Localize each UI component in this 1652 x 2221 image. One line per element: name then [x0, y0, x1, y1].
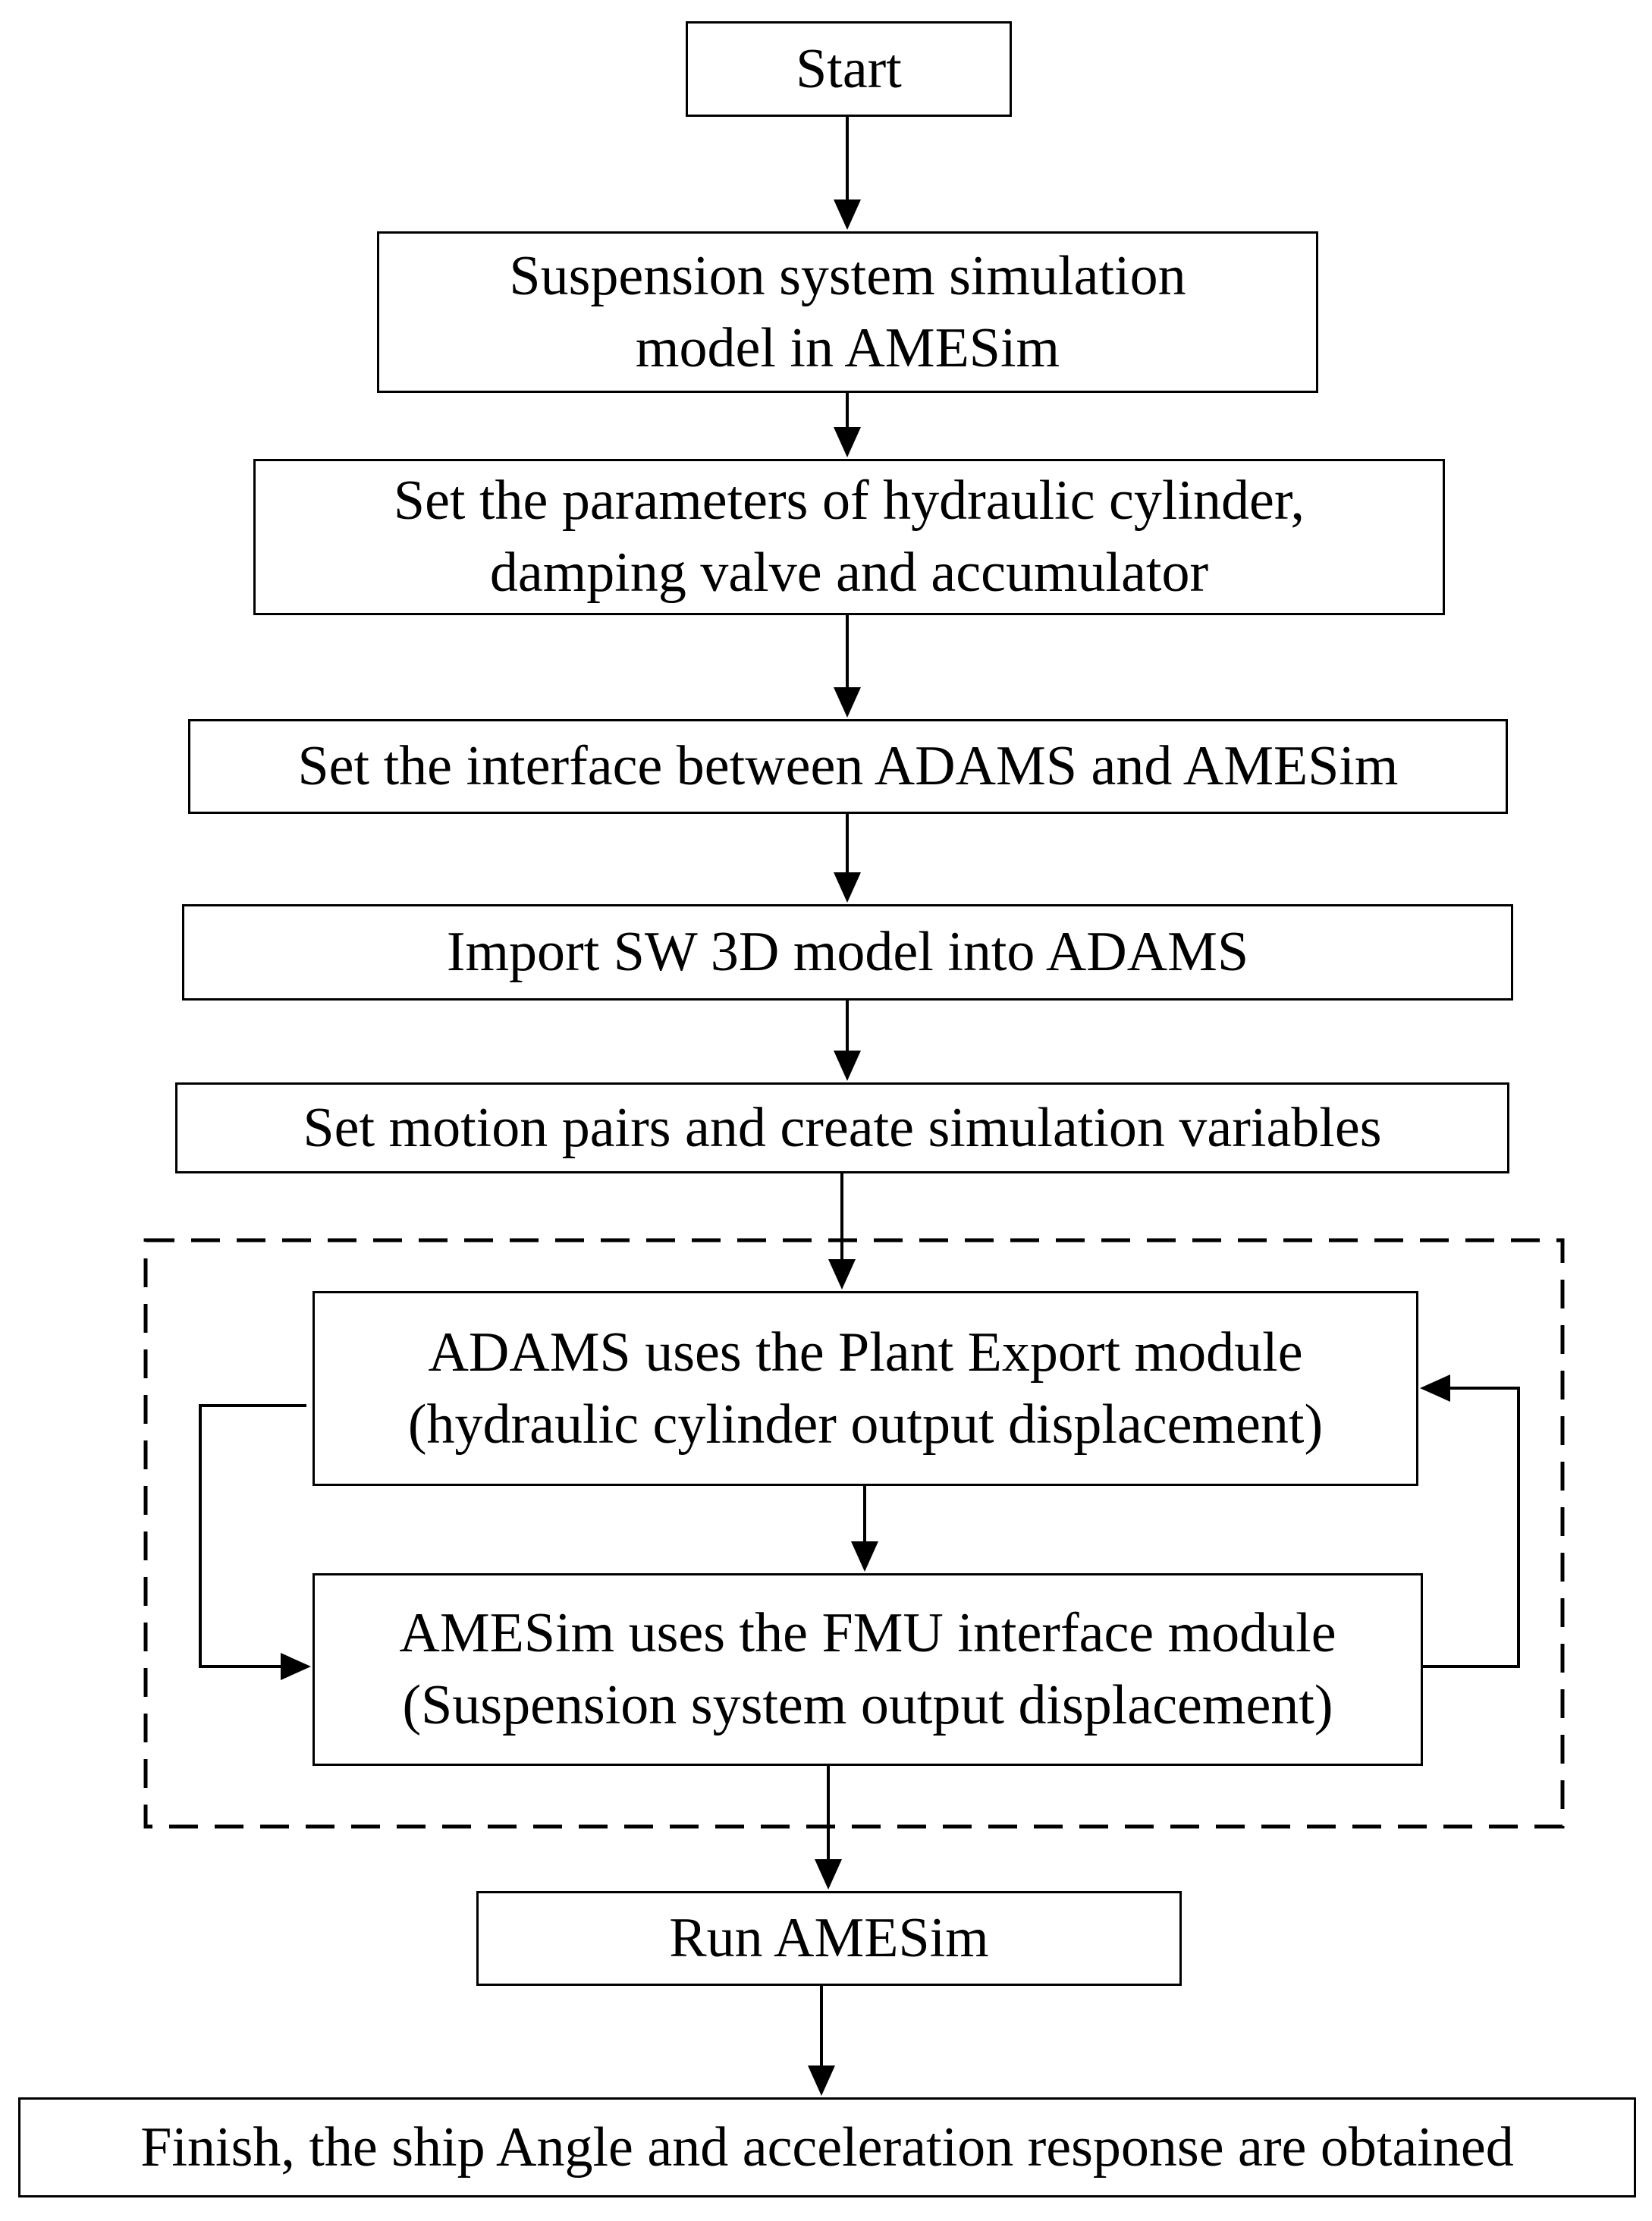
node-run-amesim: Run AMESim	[476, 1891, 1182, 1986]
node-finish: Finish, the ship Angle and acceleration …	[18, 2097, 1636, 2197]
node-label-line: Suspension system simulation	[509, 244, 1186, 307]
node-label-line: Set motion pairs and create simulation v…	[303, 1096, 1382, 1159]
node-label-line: Finish, the ship Angle and acceleration …	[140, 2116, 1514, 2179]
node-label-line: Set the interface between ADAMS and AMES…	[297, 735, 1399, 798]
arrow-run-amesim-to-finish-head	[808, 2065, 835, 2096]
node-set-interface: Set the interface between ADAMS and AMES…	[188, 719, 1508, 814]
node-label-line: (Suspension system output displacement)	[402, 1674, 1333, 1736]
node-label-line: Run AMESim	[669, 1907, 989, 1970]
node-start: Start	[686, 21, 1012, 117]
node-set-parameters: Set the parameters of hydraulic cylinder…	[253, 459, 1445, 615]
node-suspension-model: Suspension system simulation model in AME…	[377, 231, 1318, 393]
arrow-amesim-fmu-to-adams-plant-export-right-loop	[1423, 1387, 1520, 1668]
node-label-line: AMESim uses the FMU interface module	[399, 1602, 1336, 1665]
arrow-set-interface-to-import-model-head	[834, 872, 861, 903]
arrow-amesim-fmu-to-adams-plant-export-right-loop-head	[1420, 1374, 1450, 1402]
node-label-line: (hydraulic cylinder output displacement)	[407, 1393, 1324, 1456]
node-label-line: ADAMS uses the Plant Export module	[428, 1321, 1303, 1384]
node-label-line: model in AMESim	[635, 316, 1060, 379]
node-label-line: Import SW 3D model into ADAMS	[446, 921, 1249, 984]
arrow-adams-plant-export-to-amesim-fmu-left-loop	[199, 1404, 306, 1668]
arrow-suspension-model-to-set-parameters-head	[834, 427, 861, 457]
arrow-start-to-suspension-model-head	[834, 199, 861, 230]
node-label-line: damping valve and accumulator	[489, 542, 1209, 604]
arrow-import-model-to-set-motion-head	[834, 1051, 861, 1081]
arrow-adams-plant-export-to-amesim-fmu-head	[851, 1541, 878, 1572]
group-frame-dashed	[143, 1238, 1565, 1829]
node-label-line: Set the parameters of hydraulic cylinder…	[393, 470, 1305, 532]
arrow-set-motion-to-adams-plant-export-head	[828, 1259, 856, 1290]
arrow-amesim-fmu-to-run-amesim-head	[815, 1859, 842, 1890]
node-import-model: Import SW 3D model into ADAMS	[182, 904, 1513, 1001]
arrow-set-parameters-to-set-interface-head	[834, 687, 861, 718]
node-amesim-fmu: AMESim uses the FMU interface module (Sus…	[312, 1573, 1423, 1766]
node-set-motion: Set motion pairs and create simulation v…	[175, 1082, 1509, 1173]
node-adams-plant-export: ADAMS uses the Plant Export module (hydra…	[312, 1291, 1418, 1486]
arrow-adams-plant-export-to-amesim-fmu-left-loop-head	[281, 1653, 311, 1680]
node-label-line: Start	[796, 37, 902, 100]
